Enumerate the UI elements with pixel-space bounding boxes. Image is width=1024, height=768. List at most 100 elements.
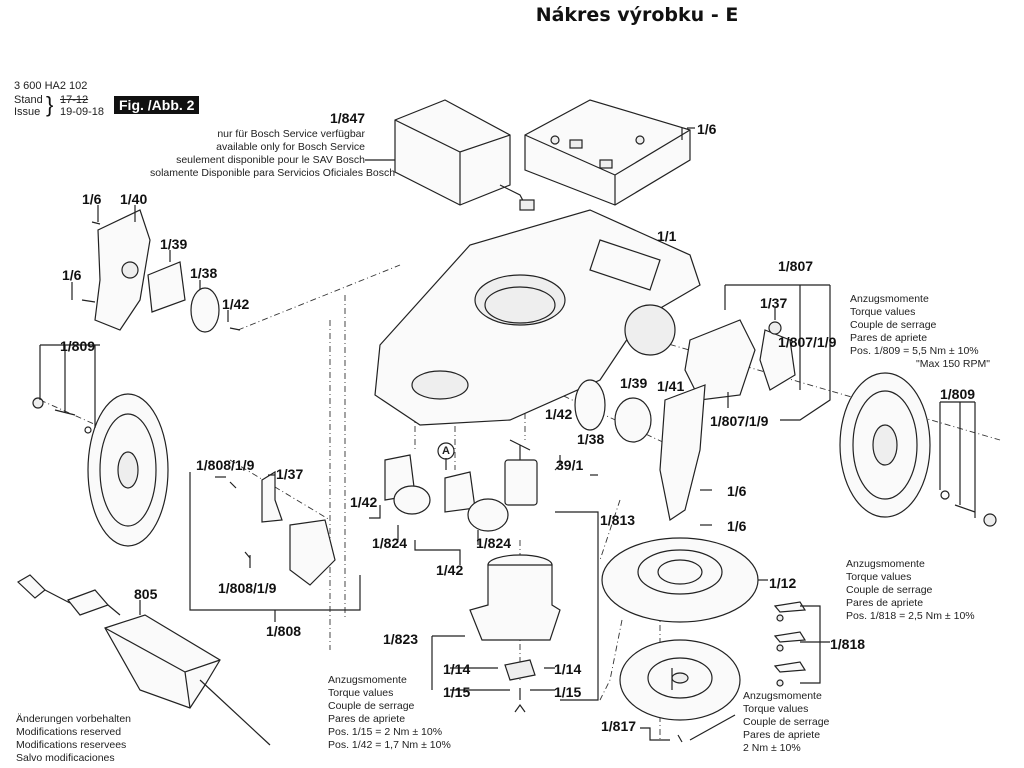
torque-note-line: Torque values: [743, 703, 809, 715]
callout-1-6: 1/6: [727, 483, 747, 499]
callout-805: 805: [134, 586, 158, 602]
torque-note-disc: Anzugsmomente Torque values Couple de se…: [743, 690, 829, 755]
callout-1-42: 1/42: [222, 296, 250, 312]
torque-note-line: Couple de serrage: [743, 716, 830, 728]
callout-1-37: 1/37: [760, 295, 788, 311]
modifications-line: Modifications reservees: [16, 739, 127, 751]
modifications-line: Änderungen vorbehalten: [16, 713, 132, 725]
callout-1-813: 1/813: [600, 512, 636, 528]
callout-1-40: 1/40: [120, 191, 148, 207]
callout-1-41: 1/41: [657, 378, 685, 394]
callout-1-39: 1/39: [620, 375, 648, 391]
torque-note-line: Torque values: [328, 687, 394, 699]
callout-1-39: 1/39: [160, 236, 188, 252]
torque-note-line: Couple de serrage: [328, 700, 415, 712]
torque-note-line: Couple de serrage: [846, 584, 933, 596]
modifications-line: Salvo modificaciones: [16, 752, 115, 764]
callout-1-809: 1/809: [60, 338, 96, 354]
callout-1-817: 1/817: [601, 718, 637, 734]
callout-1-42: 1/42: [545, 406, 573, 422]
page-title: Nákres výrobku - E: [535, 4, 739, 26]
callout-1-1: 1/1: [657, 228, 677, 244]
callout-1-15: 1/15: [443, 684, 471, 700]
callout-1-808-1-9: 1/808/1/9: [196, 457, 255, 473]
blade-disc-1-817: [619, 639, 741, 743]
callout-1-38: 1/38: [577, 431, 605, 447]
power-supply-805: [17, 574, 271, 746]
callout-1-12: 1/12: [769, 575, 797, 591]
brace: }: [46, 92, 54, 117]
torque-note-line: Pos. 1/809 = 5,5 Nm ± 10%: [850, 345, 979, 357]
blade-guard-1-12: [601, 537, 759, 623]
torque-note-line: Pares de apriete: [850, 332, 928, 344]
torque-note-line: Pares de apriete: [743, 729, 821, 741]
torque-note-line: Pos. 1/42 = 1,7 Nm ± 10%: [328, 739, 451, 751]
part-number: 3 600 HA2 102: [14, 80, 88, 92]
torque-note-line: Anzugsmomente: [328, 674, 407, 686]
callout-1-14: 1/14: [554, 661, 582, 677]
modifications-line: Modifications reserved: [16, 726, 122, 738]
torque-note-wheel: Anzugsmomente Torque values Couple de se…: [850, 293, 990, 371]
callout-1-807-1-9: 1/807/1/9: [710, 413, 769, 429]
torque-note-line: 2 Nm ± 10%: [743, 742, 801, 754]
figure-label: Fig. /Abb. 2: [114, 96, 200, 114]
callout-1-808-1-9: 1/808/1/9: [218, 580, 277, 596]
blades-1-818: [773, 601, 807, 687]
callout-1-42: 1/42: [436, 562, 464, 578]
torque-note-line: Torque values: [846, 571, 912, 583]
callout-1-824: 1/824: [372, 535, 408, 551]
callout-1-807-1-9: 1/807/1/9: [778, 334, 837, 350]
control-board: [524, 99, 691, 206]
callout-leader-lines: [39, 127, 976, 741]
callout-1-6: 1/6: [697, 121, 717, 137]
callout-1-14: 1/14: [443, 661, 471, 677]
callout-1-847: 1/847: [330, 110, 366, 126]
service-note: nur für Bosch Service verfügbar availabl…: [150, 128, 396, 180]
torque-note-line: Couple de serrage: [850, 319, 937, 331]
callout-1-38: 1/38: [190, 265, 218, 281]
service-note-line: seulement disponible pour le SAV Bosch: [176, 154, 365, 166]
stand-label: Stand: [14, 94, 43, 106]
callout-1-37: 1/37: [276, 466, 304, 482]
torque-note-line: Anzugsmomente: [743, 690, 822, 702]
callout-1-824: 1/824: [476, 535, 512, 551]
service-note-line: nur für Bosch Service verfügbar: [217, 128, 365, 140]
callout-1-6: 1/6: [727, 518, 747, 534]
left-gear-cover: [81, 209, 241, 333]
wheel-motors: [384, 439, 538, 532]
left-drive-unit: [229, 470, 336, 586]
callout-1-809: 1/809: [940, 386, 976, 402]
stand-value: 17-12: [60, 94, 89, 106]
torque-note-line: Pos. 1/15 = 2 Nm ± 10%: [328, 726, 443, 738]
service-module-1-847: [394, 99, 535, 211]
service-note-line: available only for Bosch Service: [216, 141, 365, 153]
torque-note-motor: Anzugsmomente Torque values Couple de se…: [328, 674, 451, 752]
service-note-line: solamente Disponible para Servicios Ofic…: [150, 167, 396, 179]
issue-value: 19-09-18: [60, 106, 105, 118]
callout-1-6: 1/6: [82, 191, 102, 207]
callout-circle-a: [437, 442, 455, 460]
callout-1-15: 1/15: [554, 684, 582, 700]
callout-1-807: 1/807: [778, 258, 814, 274]
torque-note-line: Pares de apriete: [328, 713, 406, 725]
torque-note-line: Pos. 1/818 = 2,5 Nm ± 10%: [846, 610, 975, 622]
torque-note-line: Torque values: [850, 306, 916, 318]
left-wheel: [32, 393, 169, 547]
callout-a: A: [442, 445, 450, 457]
issue-label: Issue: [14, 106, 41, 118]
callout-39-1: 39/1: [556, 457, 584, 473]
blade-motor-1-823: [469, 554, 561, 713]
torque-note-line: "Max 150 RPM": [916, 358, 990, 370]
torque-note-line: Anzugsmomente: [846, 558, 925, 570]
callout-1-6: 1/6: [62, 267, 82, 283]
callout-1-818: 1/818: [830, 636, 866, 652]
torque-note-blades: Anzugsmomente Torque values Couple de se…: [846, 558, 975, 623]
torque-note-line: Anzugsmomente: [850, 293, 929, 305]
torque-note-line: Pares de apriete: [846, 597, 924, 609]
callout-1-42: 1/42: [350, 494, 378, 510]
callout-1-823: 1/823: [383, 631, 419, 647]
chassis-1-1: [374, 209, 701, 426]
callout-1-808: 1/808: [266, 623, 302, 639]
modifications-note: Änderungen vorbehalten Modifications res…: [16, 713, 131, 765]
